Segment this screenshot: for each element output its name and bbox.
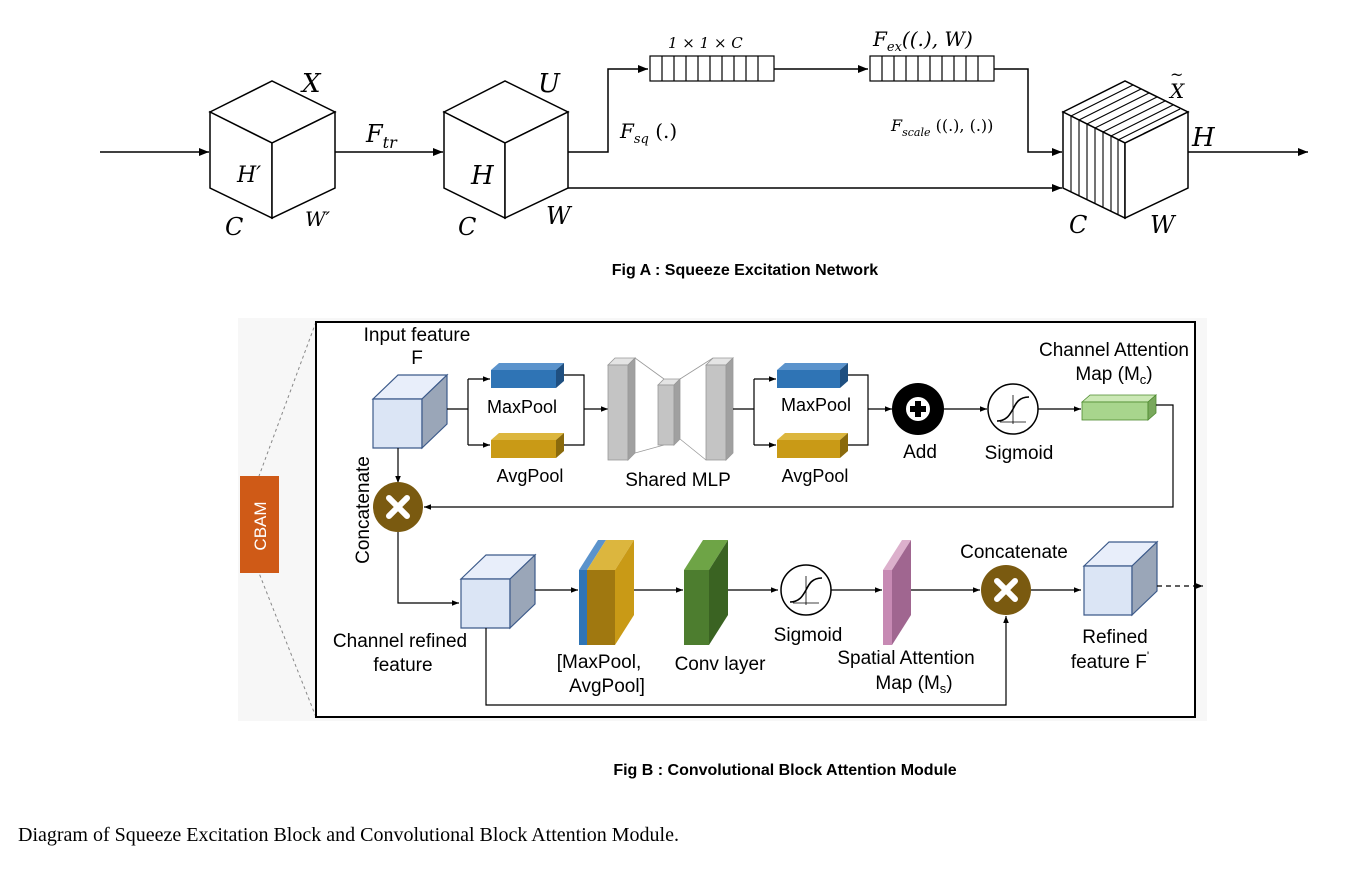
channel-map-label: Channel Attention — [1039, 340, 1189, 361]
sigmoid-label-1: Sigmoid — [985, 443, 1054, 464]
fig-a-caption: Fig A : Squeeze Excitation Network — [612, 262, 879, 279]
maxpool-label-2: MaxPool — [781, 395, 851, 415]
sigmoid-label-2: Sigmoid — [774, 625, 843, 646]
cube-u-c-label: C — [458, 213, 476, 241]
avgpool-label-1: AvgPool — [497, 466, 564, 486]
excitation-vector — [869, 55, 995, 82]
shared-mlp — [607, 357, 734, 461]
conv-layer-label: Conv layer — [675, 654, 766, 675]
conv-layer — [684, 540, 728, 645]
add-node — [892, 383, 944, 435]
zoom-line-bottom — [258, 572, 317, 718]
concat-to-refined-arrow — [397, 532, 459, 606]
cbam-frame — [315, 321, 1196, 718]
channel-feedback-arrow — [424, 404, 1174, 510]
channel-refined-label: Channel refined — [333, 631, 467, 652]
input-feature-label: Input feature — [364, 325, 471, 346]
refined-sublabel: feature F' — [1071, 649, 1149, 673]
cube-output-tilde: ~ — [1170, 65, 1183, 84]
f-sq-label: Fsq (.) — [619, 119, 677, 147]
cube-u — [442, 80, 570, 220]
avgpool-bar-2 — [777, 433, 848, 458]
channel-refined-sublabel: feature — [373, 655, 432, 676]
squeeze-dim-label: 1 × 1 × C — [668, 34, 743, 52]
squeeze-vector — [649, 55, 775, 82]
f-scale-label: Fscale ((.), (.)) — [890, 116, 993, 139]
cube-x — [208, 80, 337, 220]
cube-output-stripes — [1070, 84, 1181, 215]
squeeze-arrow — [568, 65, 648, 153]
refined-feature-cube — [1082, 540, 1159, 617]
add-label: Add — [903, 442, 937, 463]
channel-refined-cube — [459, 553, 537, 630]
cube-u-top-label: U — [538, 69, 561, 99]
cube-x-h-label: H′ — [236, 163, 261, 188]
sigmoid-icon-2 — [780, 564, 832, 616]
cube-output-top-label: X — [1168, 79, 1185, 103]
cbam-tag-label: CBAM — [251, 501, 270, 550]
cube-u-h-label: H — [470, 161, 495, 191]
fig-b-caption: Fig B : Convolutional Block Attention Mo… — [613, 762, 956, 779]
cube-x-w-label: W′ — [305, 207, 331, 231]
fig-b: CBAM Input feature F MaxPool AvgPool — [238, 318, 1207, 779]
pool-stack-label: [MaxPool, — [557, 652, 641, 673]
pool-merge-line-2 — [848, 374, 869, 446]
fig-a: X H′ C W′ Ftr U H C W Fsq (.) 1 × 1 × C — [100, 27, 1308, 279]
pool-merge-line — [564, 374, 585, 446]
concatenate-label-2: Concatenate — [960, 542, 1068, 563]
maxpool-bar-2 — [777, 363, 848, 388]
cube-output-c-label: C — [1069, 211, 1087, 239]
maxpool-bar-1 — [491, 363, 564, 388]
avgpool-bar-1 — [491, 433, 564, 458]
refined-label: Refined — [1082, 627, 1148, 648]
shared-mlp-label: Shared MLP — [625, 470, 731, 491]
cbam-tag — [240, 476, 279, 573]
concatenate-node-1 — [373, 482, 423, 532]
pool-stack-sublabel: AvgPool] — [569, 676, 645, 697]
cube-output-w-label: W — [1150, 211, 1177, 239]
pool-stack — [579, 540, 634, 645]
spatial-attention-map — [883, 540, 911, 645]
channel-map-sublabel: Map (Mc) — [1075, 364, 1152, 387]
spatial-map-sublabel: Map (Ms) — [875, 673, 952, 696]
refined-skip-arrow — [485, 616, 1009, 706]
cube-u-w-label: W — [546, 202, 573, 230]
input-feature-cube — [371, 373, 449, 450]
cube-x-top-label: X — [300, 69, 322, 99]
concatenate-label-1: Concatenate — [353, 456, 374, 564]
input-feature-f-label: F — [411, 348, 423, 369]
f-tr-label: Ftr — [365, 120, 398, 152]
scale-arrow — [994, 68, 1062, 156]
figure-caption: Diagram of Squeeze Excitation Block and … — [18, 824, 679, 846]
cube-output-h-label: H — [1191, 123, 1216, 153]
maxpool-label-1: MaxPool — [487, 397, 557, 417]
sigmoid-icon-1 — [987, 383, 1039, 435]
spatial-map-label: Spatial Attention — [837, 648, 974, 669]
cube-x-c-label: C — [225, 213, 243, 241]
concatenate-node-2 — [981, 565, 1031, 615]
avgpool-label-2: AvgPool — [782, 466, 849, 486]
f-ex-label: Fex((.), W) — [872, 27, 973, 55]
channel-attention-map — [1080, 394, 1158, 421]
